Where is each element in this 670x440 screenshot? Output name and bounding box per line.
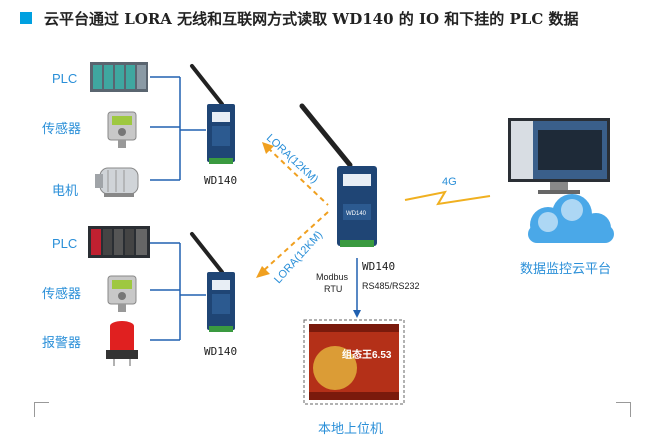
- device-label-sensor-top: 传感器: [42, 121, 82, 136]
- device-label-alarm: 报警器: [42, 335, 82, 350]
- cloud-label: 数据监控云平台: [520, 261, 612, 276]
- motor-icon: [95, 167, 139, 197]
- top-bus-lines: [150, 76, 206, 181]
- modbus-label-line2: RTU: [324, 284, 343, 294]
- plc-top-icon: [90, 62, 148, 92]
- wd140-top-device: [190, 64, 235, 164]
- plc-bottom-icon: [88, 226, 150, 258]
- bottom-bus-lines: [150, 242, 206, 341]
- device-label-motor: 电机: [52, 183, 79, 198]
- sensor-top-icon: [107, 111, 137, 148]
- host-screen: [309, 324, 399, 400]
- wd140-top-label: WD140: [204, 174, 238, 187]
- alarm-icon: [106, 321, 138, 366]
- sensor-bottom-icon: [107, 275, 137, 312]
- lora-top-arrow: [262, 142, 274, 154]
- modbus-label-line1: Modbus: [316, 272, 349, 282]
- wd140-gateway-device: [299, 103, 377, 247]
- wd140-bottom-device: [190, 232, 235, 332]
- cloud-highlight: [538, 199, 583, 232]
- 4g-label: 4G: [442, 176, 457, 188]
- serial-label: RS485/RS232: [362, 281, 420, 291]
- lora-bottom-arrow: [256, 266, 270, 278]
- 4g-link: [404, 190, 491, 206]
- host-screen-text: 组态王6.53: [342, 348, 392, 361]
- wd140-bottom-label: WD140: [204, 345, 238, 358]
- device-label-plc-bottom: PLC: [52, 236, 78, 251]
- wd140-gateway-label: WD140: [362, 260, 396, 273]
- corner-mark-right: [616, 402, 631, 417]
- lora-links: [261, 147, 329, 273]
- page-title: 云平台通过 LORA 无线和互联网方式读取 WD140 的 IO 和下挂的 PL…: [44, 10, 579, 28]
- monitor-icon: [508, 118, 610, 194]
- gateway-brand-text: WD140: [346, 211, 367, 217]
- device-label-plc-top: PLC: [52, 71, 78, 86]
- host-frame: [303, 319, 405, 405]
- serial-link-arrow: [353, 310, 361, 318]
- corner-mark-left: [34, 402, 49, 417]
- host-label: 本地上位机: [318, 421, 384, 436]
- device-label-sensor-bottom: 传感器: [42, 286, 82, 301]
- title-marker: [20, 12, 32, 24]
